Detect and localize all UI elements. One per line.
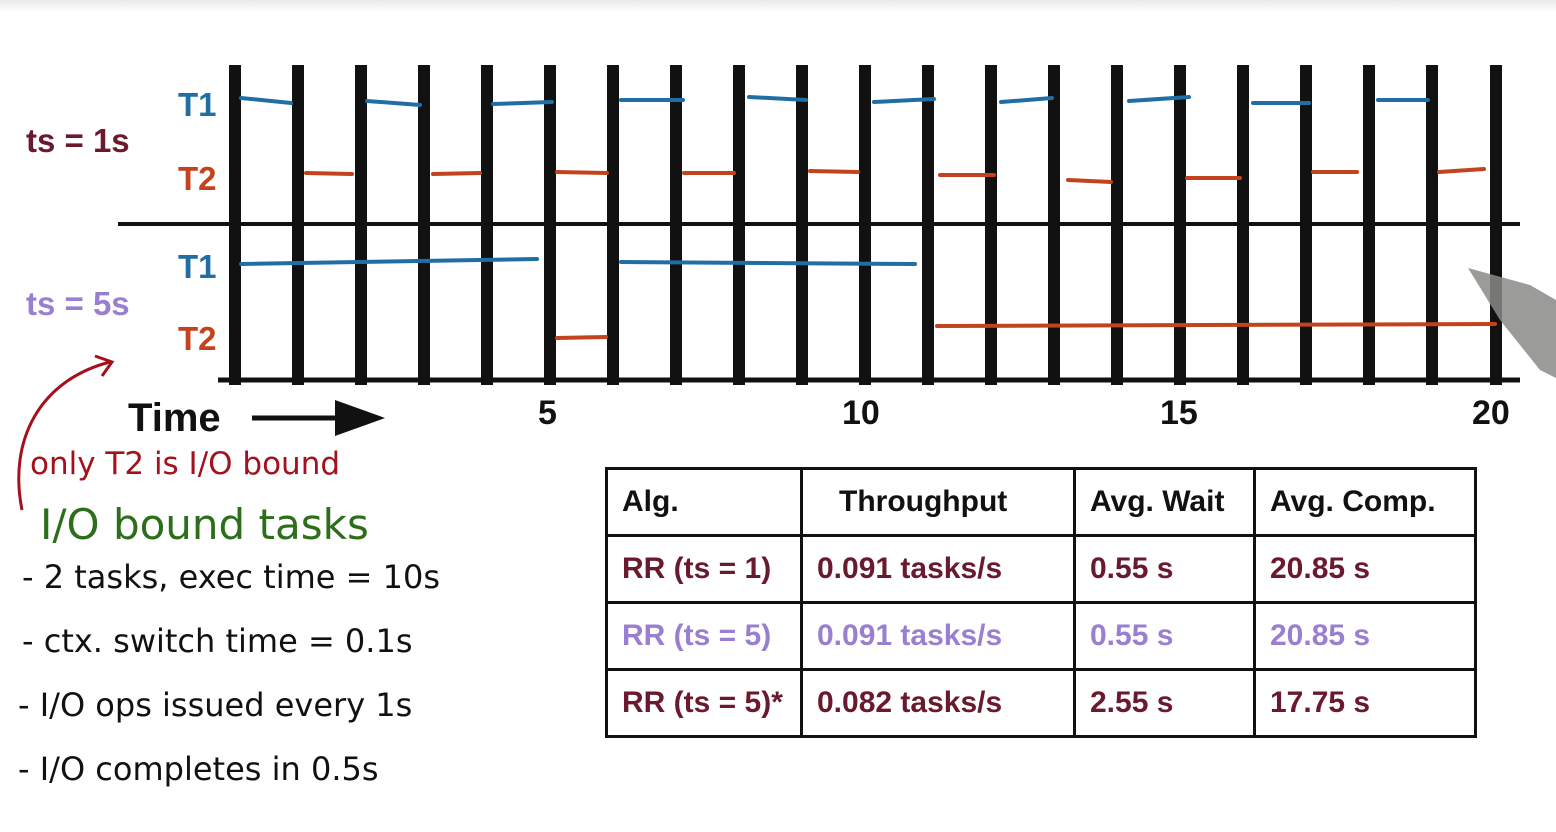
t2-run-segment-22: [555, 335, 608, 340]
cell-alg: RR (ts = 5): [605, 601, 803, 671]
header-avg-comp: Avg. Comp.: [1253, 467, 1477, 537]
note-item-2: - ctx. switch time = 0.1s: [22, 622, 413, 660]
t2-run-segment-12: [555, 170, 609, 175]
time-label: Time: [128, 396, 221, 440]
red-curved-arrow-icon: [17, 360, 111, 511]
t1-run-segment-2: [491, 100, 554, 106]
t1-run-segment-4: [747, 95, 808, 102]
t1-run-segment-1: [365, 99, 422, 107]
t2-run-segment-16: [1066, 178, 1113, 184]
label-t1-bottom: T1: [178, 248, 217, 285]
t1-run-segment-5: [872, 97, 936, 104]
t2-run-segment-19: [1437, 167, 1486, 174]
label-t2-bottom: T2: [178, 320, 217, 357]
label-ts5: ts = 5s: [26, 285, 130, 322]
label-t2-top: T2: [178, 160, 217, 197]
table-row: RR (ts = 5)* 0.082 tasks/s 2.55 s 17.75 …: [605, 668, 1477, 738]
tick-label-5: 5: [538, 394, 557, 432]
pen-tip-icon: [1468, 268, 1556, 378]
cell-comp: 20.85 s: [1253, 534, 1477, 604]
t1-run-segment-0: [239, 96, 293, 105]
tick-label-20: 20: [1472, 394, 1510, 432]
comparison-table: Alg. Throughput Avg. Wait Avg. Comp. RR …: [605, 467, 1477, 738]
cell-comp: 20.85 s: [1253, 601, 1477, 671]
t1-run-segment-7: [1127, 95, 1191, 103]
note-item-1: - 2 tasks, exec time = 10s: [22, 558, 440, 596]
t2-run-segment-10: [304, 171, 354, 176]
cell-alg: RR (ts = 1): [605, 534, 803, 604]
t1-run-segment-6: [999, 96, 1054, 104]
label-t1-top: T1: [178, 86, 217, 123]
t2-run-segment-14: [808, 169, 860, 174]
label-ts1: ts = 1s: [26, 122, 130, 159]
cell-throughput: 0.091 tasks/s: [800, 601, 1076, 671]
note-only-t2: only T2 is I/O bound: [30, 446, 341, 482]
cell-comp: 17.75 s: [1253, 668, 1477, 738]
cell-wait: 0.55 s: [1073, 534, 1256, 604]
time-arrow-head-icon: [335, 400, 385, 436]
header-avg-wait: Avg. Wait: [1073, 467, 1256, 537]
table-row: RR (ts = 1) 0.091 tasks/s 0.55 s 20.85 s: [605, 534, 1477, 604]
cell-alg: RR (ts = 5)*: [605, 668, 803, 738]
red-arrow-tip-icon: [94, 354, 115, 377]
t2-run-segment-23: [935, 322, 1497, 328]
note-heading: I/O bound tasks: [40, 500, 369, 549]
t1-run-segment-20: [239, 257, 539, 266]
cell-throughput: 0.082 tasks/s: [800, 668, 1076, 738]
t2-run-segment-11: [431, 171, 482, 176]
header-throughput: Throughput: [800, 467, 1076, 537]
cell-wait: 0.55 s: [1073, 601, 1256, 671]
t1-run-segment-21: [619, 260, 917, 266]
task-segments: [239, 95, 1497, 340]
cell-wait: 2.55 s: [1073, 668, 1256, 738]
header-alg: Alg.: [605, 467, 803, 537]
table-header-row: Alg. Throughput Avg. Wait Avg. Comp.: [605, 467, 1477, 537]
note-item-4: - I/O completes in 0.5s: [18, 750, 379, 788]
note-item-3: - I/O ops issued every 1s: [18, 686, 413, 724]
window-top-edge: [0, 0, 1556, 12]
table-row: RR (ts = 5) 0.091 tasks/s 0.55 s 20.85 s: [605, 601, 1477, 671]
tick-label-15: 15: [1160, 394, 1198, 432]
tick-label-10: 10: [842, 394, 880, 432]
cell-throughput: 0.091 tasks/s: [800, 534, 1076, 604]
